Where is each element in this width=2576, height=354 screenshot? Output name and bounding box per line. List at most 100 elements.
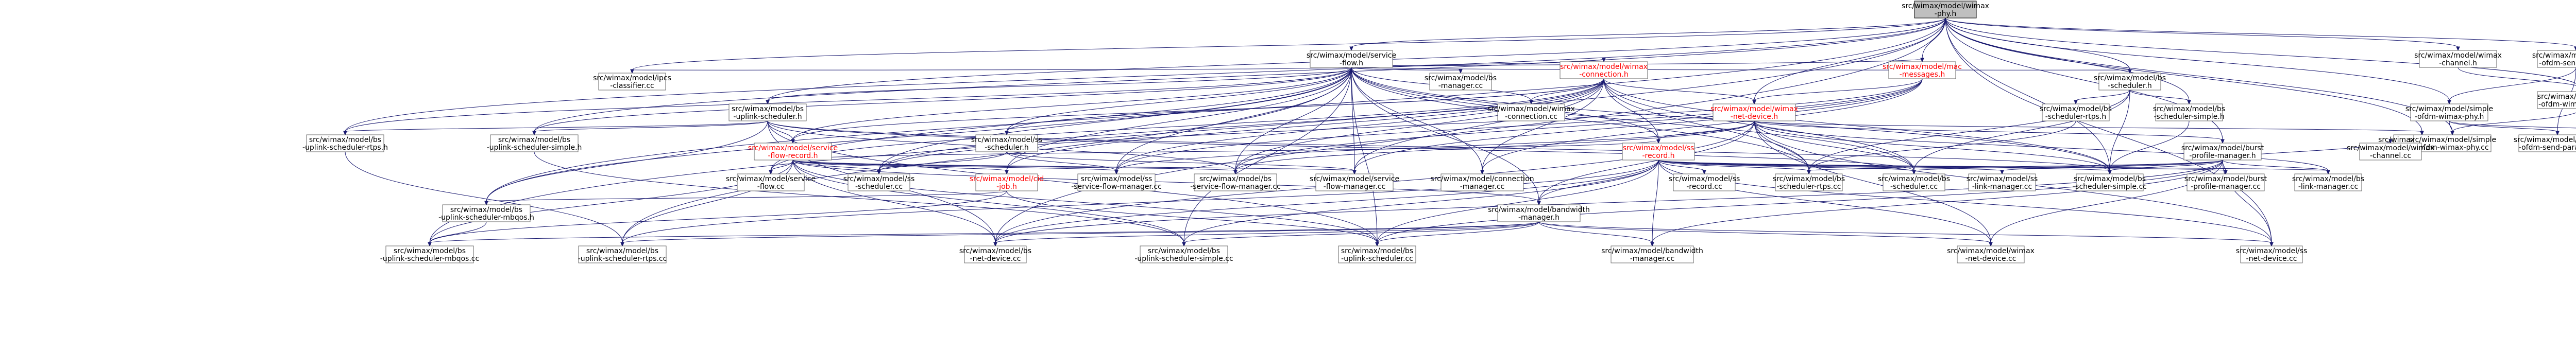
dependency-edge [767,120,2110,171]
dependency-edge [1945,17,2576,48]
graph-node-n48[interactable]: src/wimax/model/bandwidth-manager.cc [1601,245,1703,263]
graph-node-n38[interactable]: src/wimax/model/burst-profile-manager.cc [2184,173,2267,191]
dependency-edge [1754,120,2329,171]
dependency-edge [1603,78,1755,101]
node-box [975,134,1038,152]
edge-arrowhead [2221,139,2225,144]
graph-node-n10[interactable]: src/wimax/model/simple-ofdm-wimax-phy.h [2405,103,2493,121]
edge-arrowhead [532,131,536,136]
graph-node-n28[interactable]: src/wimax/model/bs-service-flow-manager.… [1190,173,1281,191]
dependency-edge [1235,78,1923,171]
dependency-edge [792,160,1378,243]
graph-node-n21[interactable]: src/wimax/model/simple-ofdm-wimax-phy.cc [2409,134,2496,152]
graph-node-n27[interactable]: src/wimax/model/ss-service-flow-manager.… [1071,173,1162,191]
graph-node-n40[interactable]: src/wimax/model/wimax-channel.cc [2347,143,2434,161]
dependency-edge [1603,78,1809,171]
node-label-line: -scheduler.cc [1890,183,1938,191]
graph-node-n46[interactable]: src/wimax/model/bs-uplink-scheduler-simp… [1134,245,1233,263]
node-box [754,143,832,161]
node-label-line: -connection.h [1579,70,1629,79]
dependency-edge [2449,120,2576,129]
dependency-edge [1538,120,1755,202]
graph-node-n19[interactable]: src/wimax/model/bs-scheduler-simple.h [2153,103,2225,121]
node-box [2187,173,2265,191]
graph-node-n5[interactable]: src/wimax/model/bs-uplink-scheduler.h [728,103,807,121]
graph-node-n47[interactable]: src/wimax/model/bs-uplink-scheduler.cc [1338,245,1416,263]
node-box [1611,245,1694,263]
node-box [1968,173,2036,191]
node-label-line: src/wimax/model/ss [1081,175,1153,183]
node-label-line: src/wimax/model/wimax [1487,105,1575,113]
graph-node-n49[interactable]: src/wimax/model/wimax-net-device.cc [1947,245,2035,263]
graph-node-n44[interactable]: src/wimax/model/bs-uplink-scheduler-rtps… [578,245,667,263]
dependency-edge [878,67,1352,171]
edge-arrowhead [993,242,997,247]
graph-node-n16[interactable]: src/wimax/model/wimax-connection.cc [1487,103,1575,121]
graph-node-n29[interactable]: src/wimax/model/service-flow-manager.cc [1310,173,1399,191]
edge-arrowhead [1912,170,1916,175]
dependency-edge [2449,120,2453,132]
graph-node-n13[interactable]: src/wimax/model/bs-uplink-scheduler-simp… [487,134,582,152]
graph-node-n43[interactable]: src/wimax/model/bs-uplink-scheduler-mbqo… [380,245,479,263]
node-label-line: -ofdm-send-param.cc [2519,144,2576,152]
node-label-line: -flow-manager.cc [1324,183,1385,191]
edge-arrowhead [2187,100,2191,105]
dependency-edge [2109,160,2223,171]
graph-node-n4[interactable]: src/wimax/model/ipcs-classifier.cc [593,73,671,91]
dependency-edge [1658,160,2272,243]
graph-node-n41[interactable]: src/wimax/model/bs-uplink-scheduler-mbqo… [438,204,534,222]
graph-node-n30[interactable]: src/wimax/model/connection-manager.cc [1430,173,1534,191]
graph-node-n9[interactable]: src/wimax/model/bs-scheduler.h [2094,73,2166,91]
node-label-line: src/wimax/model/bs [1773,175,1845,183]
graph-node-n6[interactable]: src/wimax/model/bs-manager.cc [1425,73,1497,91]
graph-node-n12[interactable]: src/wimax/model/bs-uplink-scheduler-rtps… [302,134,388,152]
node-label-line: -net-device.h [1731,113,1778,121]
dependency-edge [1235,67,1352,171]
dependency-edge [1945,17,2130,70]
graph-node-n37[interactable]: src/wimax/model/burst-profile-manager.h [2181,143,2264,161]
graph-node-n3[interactable]: src/wimax/model/simple-ofdm-send-param.h [2532,50,2576,68]
graph-node-n18[interactable]: src/wimax/model/bs-scheduler-rtps.h [2040,103,2112,121]
node-label-line: src/wimax/model/connection [1430,175,1534,183]
edge-arrowhead [1989,242,1993,247]
graph-node-n34[interactable]: src/wimax/model/bs-scheduler.cc [1878,173,1950,191]
graph-node-n24[interactable]: src/wimax/model/service-flow.cc [726,173,816,191]
graph-node-n42[interactable]: src/wimax/model/bandwidth-manager.h [1488,204,1590,222]
dependency-edge [995,221,1539,243]
graph-node-n22[interactable]: src/wimax/model/simple-ofdm-send-param.c… [2514,134,2576,152]
edge-arrowhead [1375,242,1379,247]
graph-node-n35[interactable]: src/wimax/model/ss-link-manager.cc [1967,173,2038,191]
dependency-edge [770,160,793,171]
graph-node-n7[interactable]: src/wimax/model/wimax-connection.h [1560,61,1648,79]
edge-arrowhead [1352,170,1357,175]
graph-node-n45[interactable]: src/wimax/model/bs-net-device.cc [959,245,1031,263]
graph-node-n11[interactable]: src/wimax/model/simple-ofdm-wimax-channe… [2537,91,2576,109]
node-box [1673,173,1736,191]
dependency-edge [486,17,1946,202]
graph-node-n8[interactable]: src/wimax/model/mac-messages.h [1883,61,1962,79]
node-label-line: -uplink-scheduler-mbqos.h [438,214,534,222]
graph-node-n39[interactable]: src/wimax/model/bs-link-manager.cc [2292,173,2364,191]
graph-node-n26[interactable]: src/wimax/model/cid-job.h [970,173,1044,191]
node-label-line: -ofdm-send-param.h [2539,59,2576,67]
graph-node-n2[interactable]: src/wimax/model/wimax-channel.h [2414,50,2502,68]
dependency-edge [534,120,768,132]
node-label-line: src/wimax/model/bs [498,136,570,144]
dependency-edge [1235,78,1604,171]
graph-node-n32[interactable]: src/wimax/model/ss-record.cc [1669,173,1740,191]
graph-node-n33[interactable]: src/wimax/model/bs-scheduler-rtps.cc [1773,173,1845,191]
graph-node-n17[interactable]: src/wimax/model/wimax-net-device.h [1710,103,1798,121]
edge-arrowhead [2574,46,2576,51]
graph-node-n50[interactable]: src/wimax/model/ss-net-device.cc [2236,245,2308,263]
node-box [2042,103,2110,121]
edge-arrowhead [620,242,624,247]
graph-node-n14[interactable]: src/wimax/model/service-flow-record.h [748,143,838,161]
node-label-line: -uplink-scheduler-simple.h [487,144,582,152]
graph-node-n15[interactable]: src/wimax/model/ss-scheduler.h [971,134,1043,152]
node-label-line: -scheduler.h [985,144,1029,152]
node-label-line: -uplink-scheduler-mbqos.cc [380,255,479,263]
graph-node-n36[interactable]: src/wimax/model/bs-scheduler-simple.cc [2073,173,2147,191]
graph-node-n25[interactable]: src/wimax/model/ss-scheduler.cc [843,173,915,191]
graph-node-n31[interactable]: src/wimax/model/ss-record.h [1622,143,1695,161]
graph-node-n1[interactable]: src/wimax/model/service-flow.h [1307,50,1396,68]
